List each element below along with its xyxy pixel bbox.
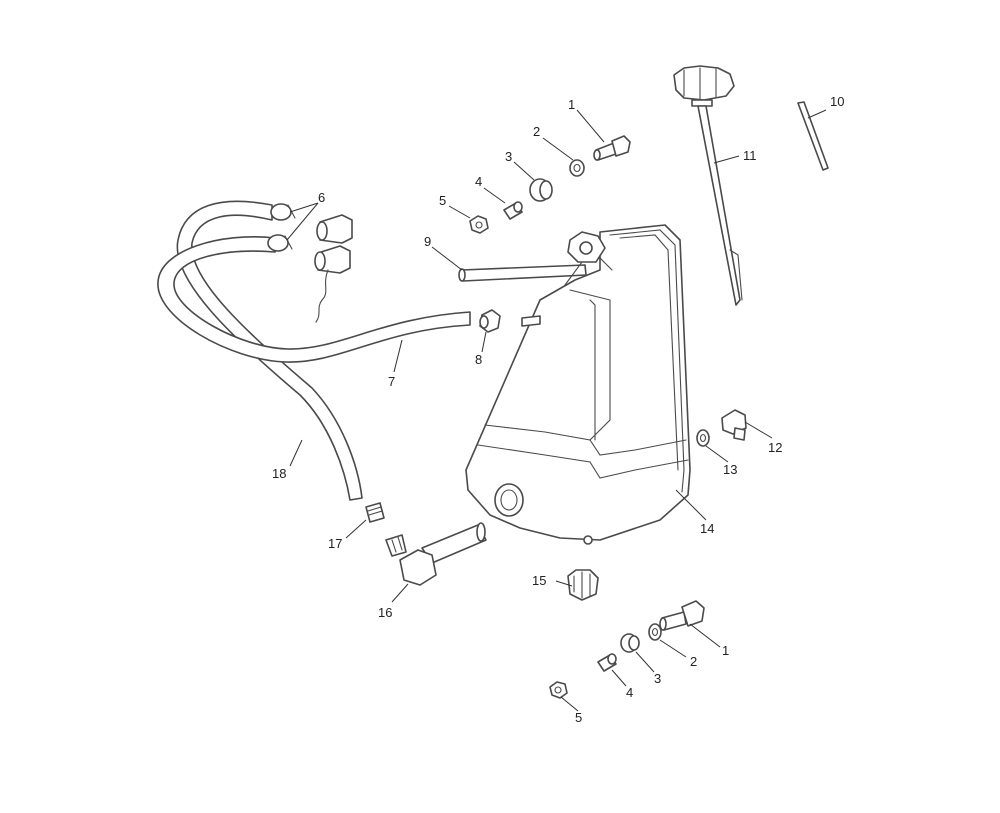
callout-11: 11: [743, 148, 757, 163]
callout-1-bottom: 1: [722, 643, 729, 658]
washer-2-top: [569, 159, 585, 177]
cap-8: [479, 309, 541, 333]
callout-13: 13: [723, 462, 737, 477]
callout-12: 12: [768, 440, 782, 455]
callout-2-bottom: 2: [690, 654, 697, 669]
nut-5-top: [469, 215, 489, 234]
callout-2-top: 2: [533, 124, 540, 139]
bolt-1-top: [593, 135, 631, 161]
drain-bolt-12: [721, 409, 747, 441]
grommet-3-bottom: [620, 633, 640, 653]
spacer-4-top: [503, 201, 523, 220]
callout-labels: 1 2 3 4 5 6 7 8 9 10 11 12 13 14 15 16 1…: [272, 94, 844, 725]
dipstick: [673, 65, 743, 306]
callout-15: 15: [532, 573, 546, 588]
callout-5-bottom: 5: [575, 710, 582, 725]
hose-9: [458, 264, 587, 282]
castle-nut-15: [567, 569, 599, 601]
callout-10: 10: [830, 94, 844, 109]
nut-5-bottom: [549, 681, 568, 699]
oil-tank: [465, 224, 691, 545]
callout-3-top: 3: [505, 149, 512, 164]
sleeve-17: [365, 502, 385, 523]
callout-17: 17: [328, 536, 342, 551]
callout-5-top: 5: [439, 193, 446, 208]
leader-lines: [286, 109, 827, 712]
hose-clamps: [267, 203, 296, 252]
callout-3-bottom: 3: [654, 671, 661, 686]
hose-assembly: [157, 200, 471, 501]
elbow-fitting-16: [385, 522, 487, 586]
washer-2-bottom: [648, 623, 662, 641]
rod-10: [797, 101, 829, 171]
callout-7: 7: [388, 374, 395, 389]
callout-4-top: 4: [475, 174, 482, 189]
bolt-1-bottom: [659, 600, 705, 631]
callout-18: 18: [272, 466, 286, 481]
callout-1-top: 1: [568, 97, 575, 112]
washer-13: [696, 429, 710, 447]
spacer-4-bottom: [597, 653, 617, 672]
callout-16: 16: [378, 605, 392, 620]
callout-9: 9: [424, 234, 431, 249]
callout-4-bottom: 4: [626, 685, 633, 700]
hose-fittings: [314, 214, 353, 323]
callout-8: 8: [475, 352, 482, 367]
callout-6: 6: [318, 190, 325, 205]
callout-14: 14: [700, 521, 714, 536]
grommet-3-top: [529, 178, 553, 202]
